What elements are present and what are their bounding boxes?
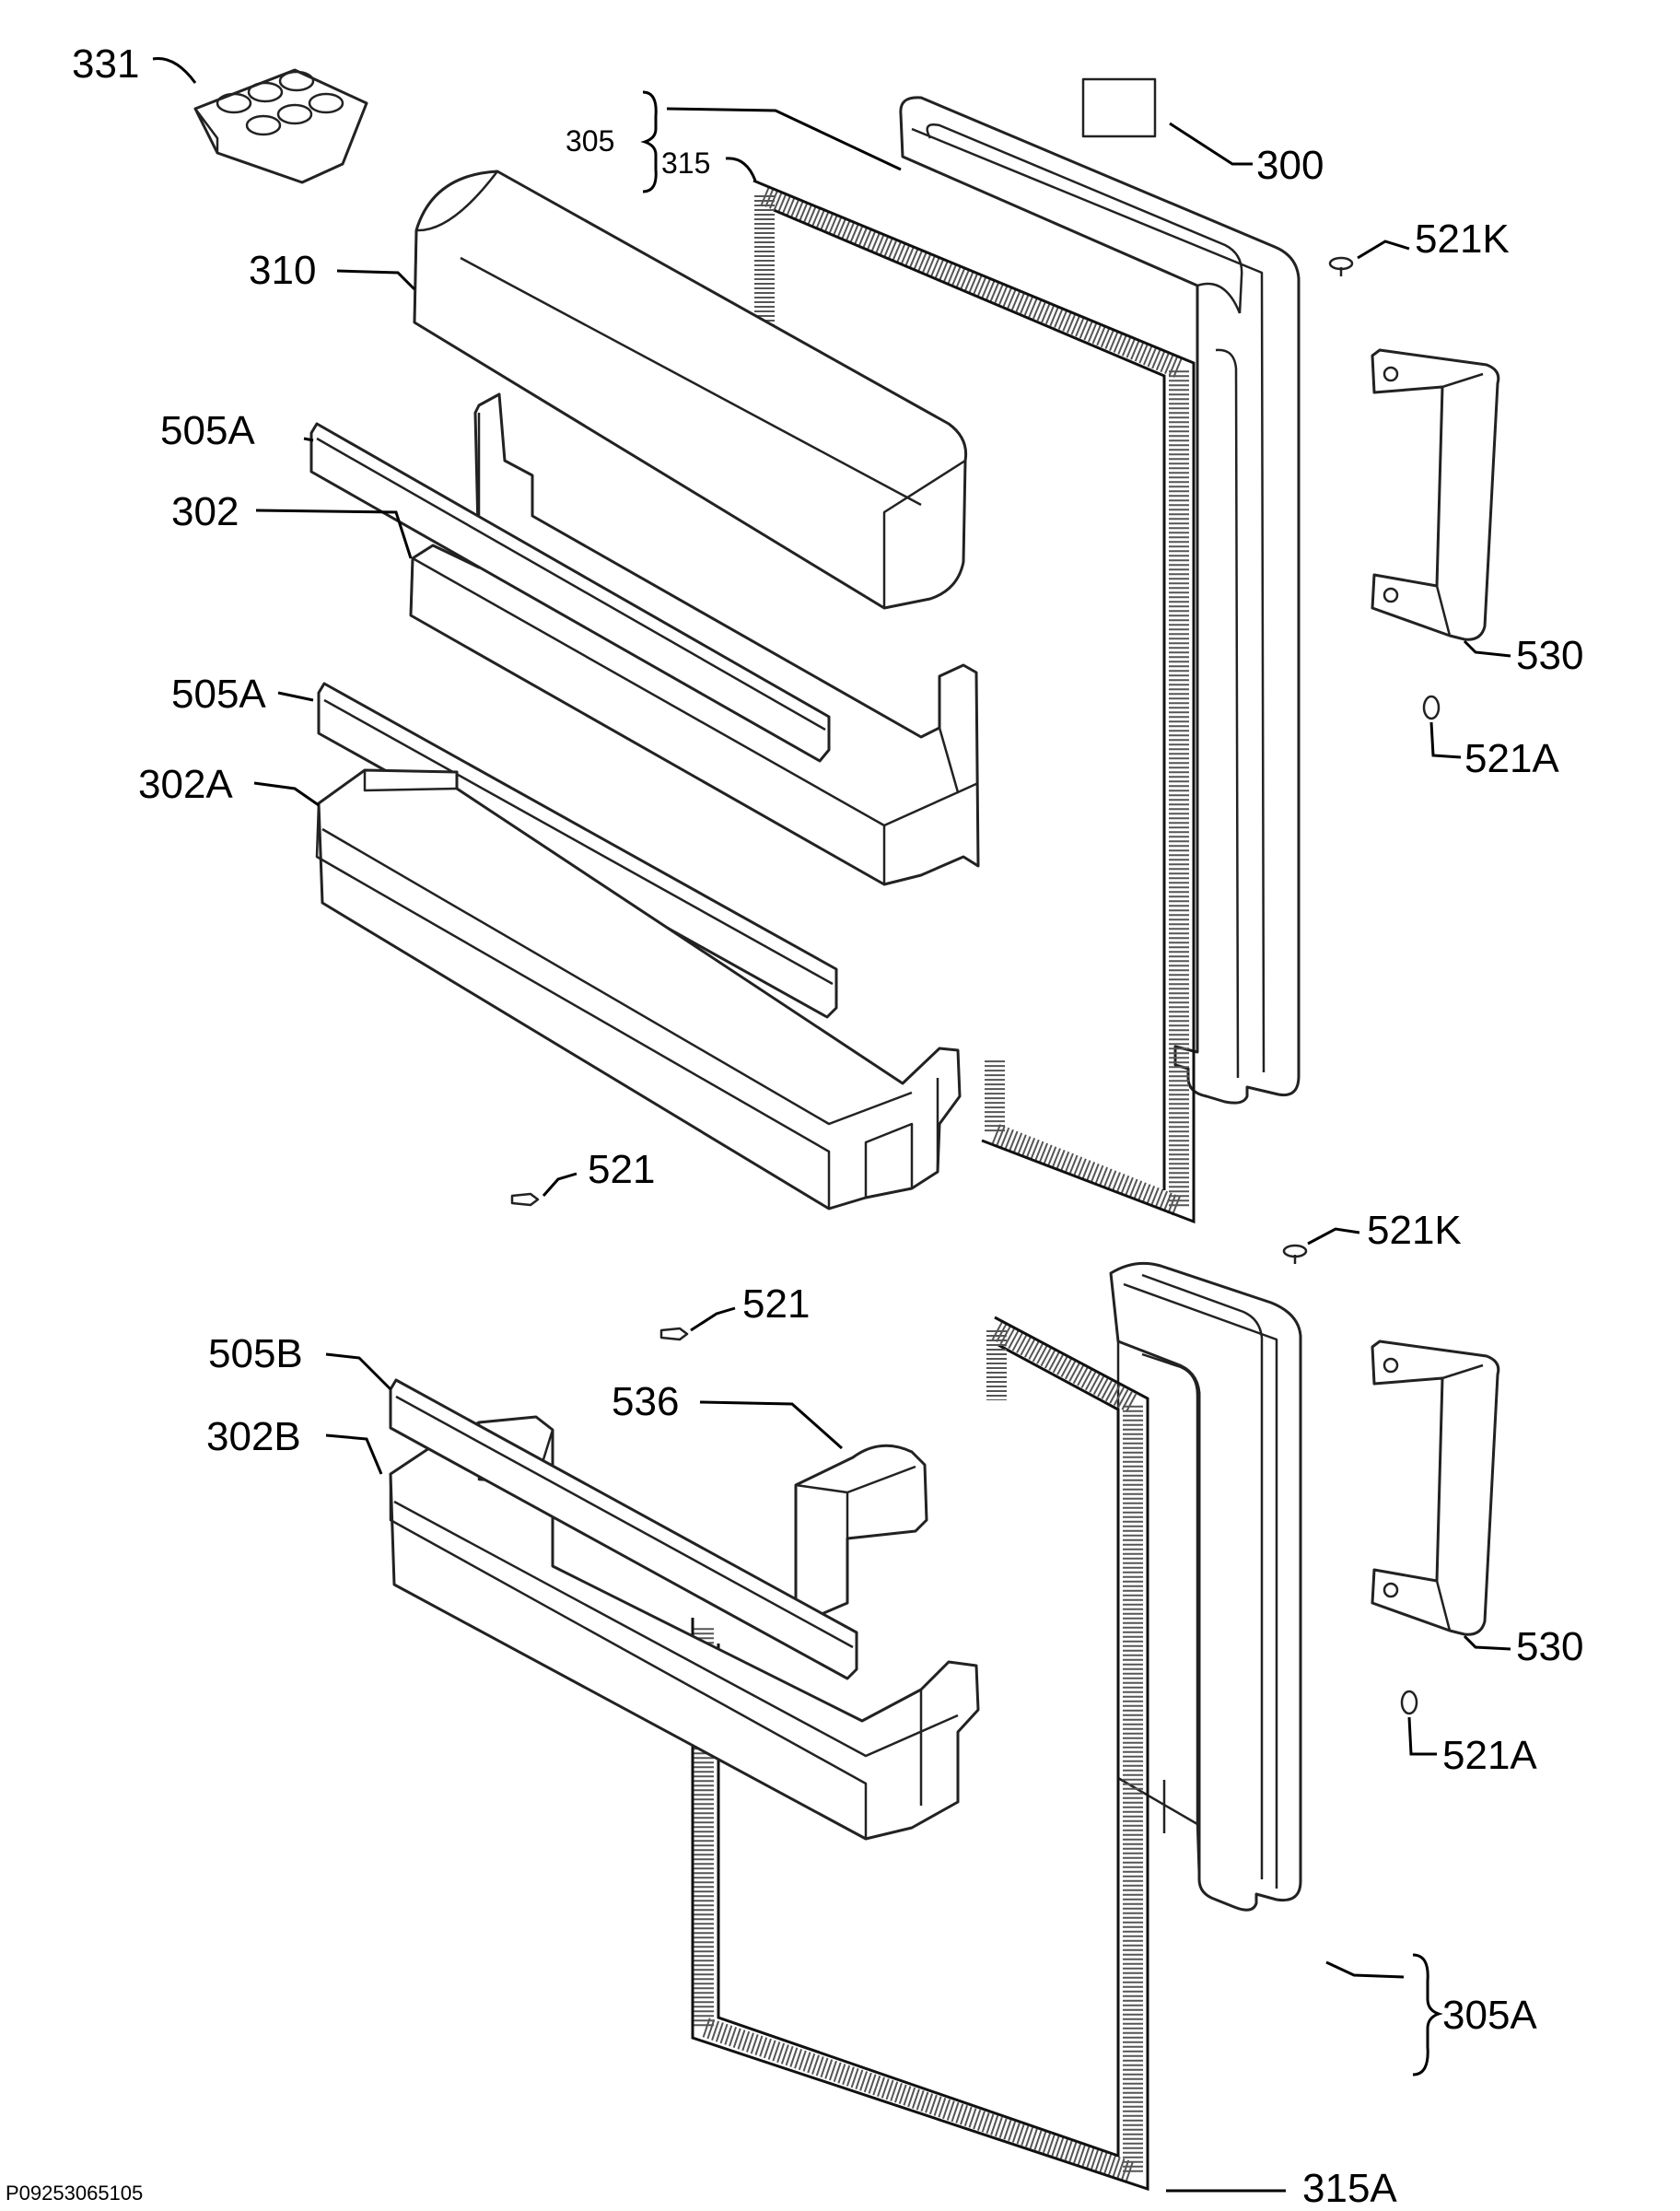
label-536: 536: [612, 1379, 679, 1424]
upper-shelf-bar-part: [309, 422, 831, 763]
upper-handle-part: [1371, 348, 1500, 641]
label-505a-mid: 505A: [171, 672, 266, 717]
dairy-compartment-part: [413, 170, 968, 610]
cap-521a-top: [1422, 695, 1441, 720]
lower-handle-part: [1371, 1339, 1500, 1636]
drawing-code: P09253065105: [6, 2182, 143, 2205]
leader-lines: [152, 57, 1511, 2193]
label-315a: 315A: [1302, 2166, 1397, 2211]
label-331: 331: [72, 41, 139, 87]
screw-521k-top: [1328, 256, 1354, 276]
label-300: 300: [1256, 143, 1324, 188]
label-521k-top: 521K: [1415, 216, 1510, 262]
screw-521-lower: [659, 1327, 689, 1341]
middle-shelf-bar-part: [317, 682, 838, 1019]
label-521a-top: 521A: [1464, 736, 1559, 781]
label-521-upper: 521: [588, 1147, 655, 1192]
label-521-lower: 521: [742, 1281, 810, 1327]
lower-gasket-part: [691, 1316, 1149, 2192]
egg-tray-part: [193, 68, 368, 184]
lower-door-frame-part: [1109, 1261, 1302, 1912]
label-505b: 505B: [208, 1331, 303, 1376]
cap-521a-bottom: [1400, 1690, 1418, 1715]
label-315: 315: [661, 146, 710, 180]
middle-door-shelf-part: [315, 768, 962, 1211]
label-505a-top: 505A: [160, 408, 255, 453]
screw-521k-bottom: [1282, 1244, 1308, 1264]
bottle-holder-part: [794, 1444, 928, 1627]
label-530-bottom: 530: [1516, 1624, 1583, 1669]
label-302b: 302B: [206, 1414, 301, 1459]
screw-521-upper: [510, 1192, 540, 1207]
upper-door-frame-part: [899, 96, 1301, 1105]
label-plate-part: [1081, 77, 1157, 138]
label-310: 310: [249, 248, 316, 293]
label-302: 302: [171, 489, 239, 534]
label-521k-bottom: 521K: [1367, 1208, 1462, 1253]
label-530-top: 530: [1516, 633, 1583, 678]
label-521a-bottom: 521A: [1442, 1733, 1537, 1778]
lower-shelf-bar-part: [389, 1378, 858, 1680]
label-302a: 302A: [138, 762, 233, 807]
label-305: 305: [566, 124, 614, 158]
label-305a: 305A: [1442, 1993, 1537, 2038]
lower-door-shelf-part: [389, 1415, 980, 1841]
